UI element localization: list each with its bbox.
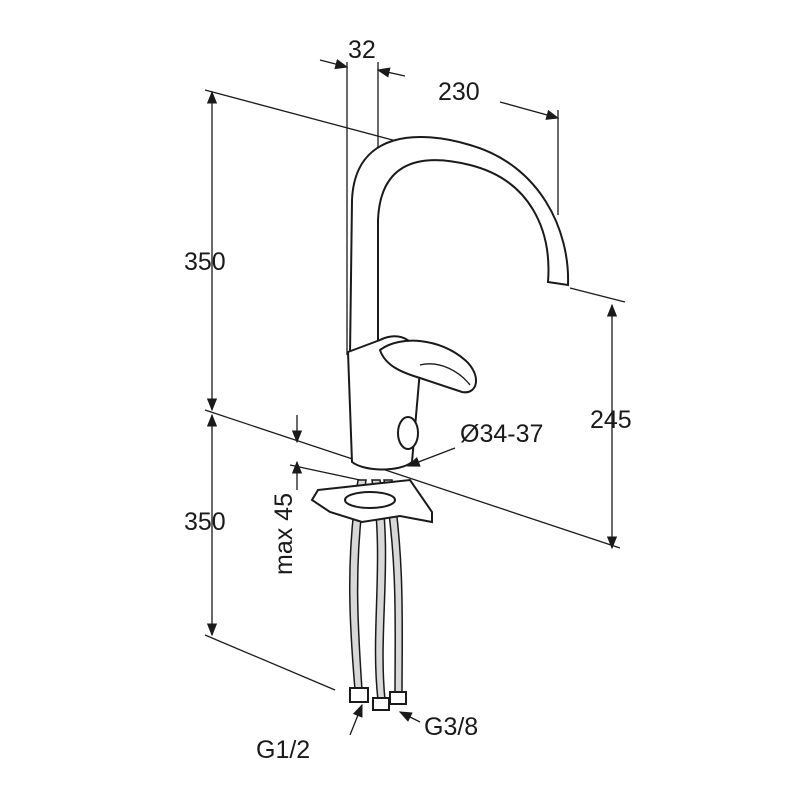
faucet-body [346,136,570,471]
dim-spout-offset: 32 [348,36,376,64]
dim-spout-clearance: 245 [590,406,632,434]
dimension-lines [206,59,618,736]
label-connection-main: G1/2 [256,736,310,764]
dim-height-above-deck: 350 [184,248,226,276]
mounting-bracket [310,478,433,524]
label-connection-small: G3/8 [424,713,478,741]
dim-max-deck-thickness: max 45 [270,493,298,575]
dim-spout-reach: 230 [438,78,480,106]
dim-hole-diameter: Ø34-37 [460,420,543,448]
dim-length-below-deck: 350 [184,508,226,536]
supply-hoses [348,479,407,711]
